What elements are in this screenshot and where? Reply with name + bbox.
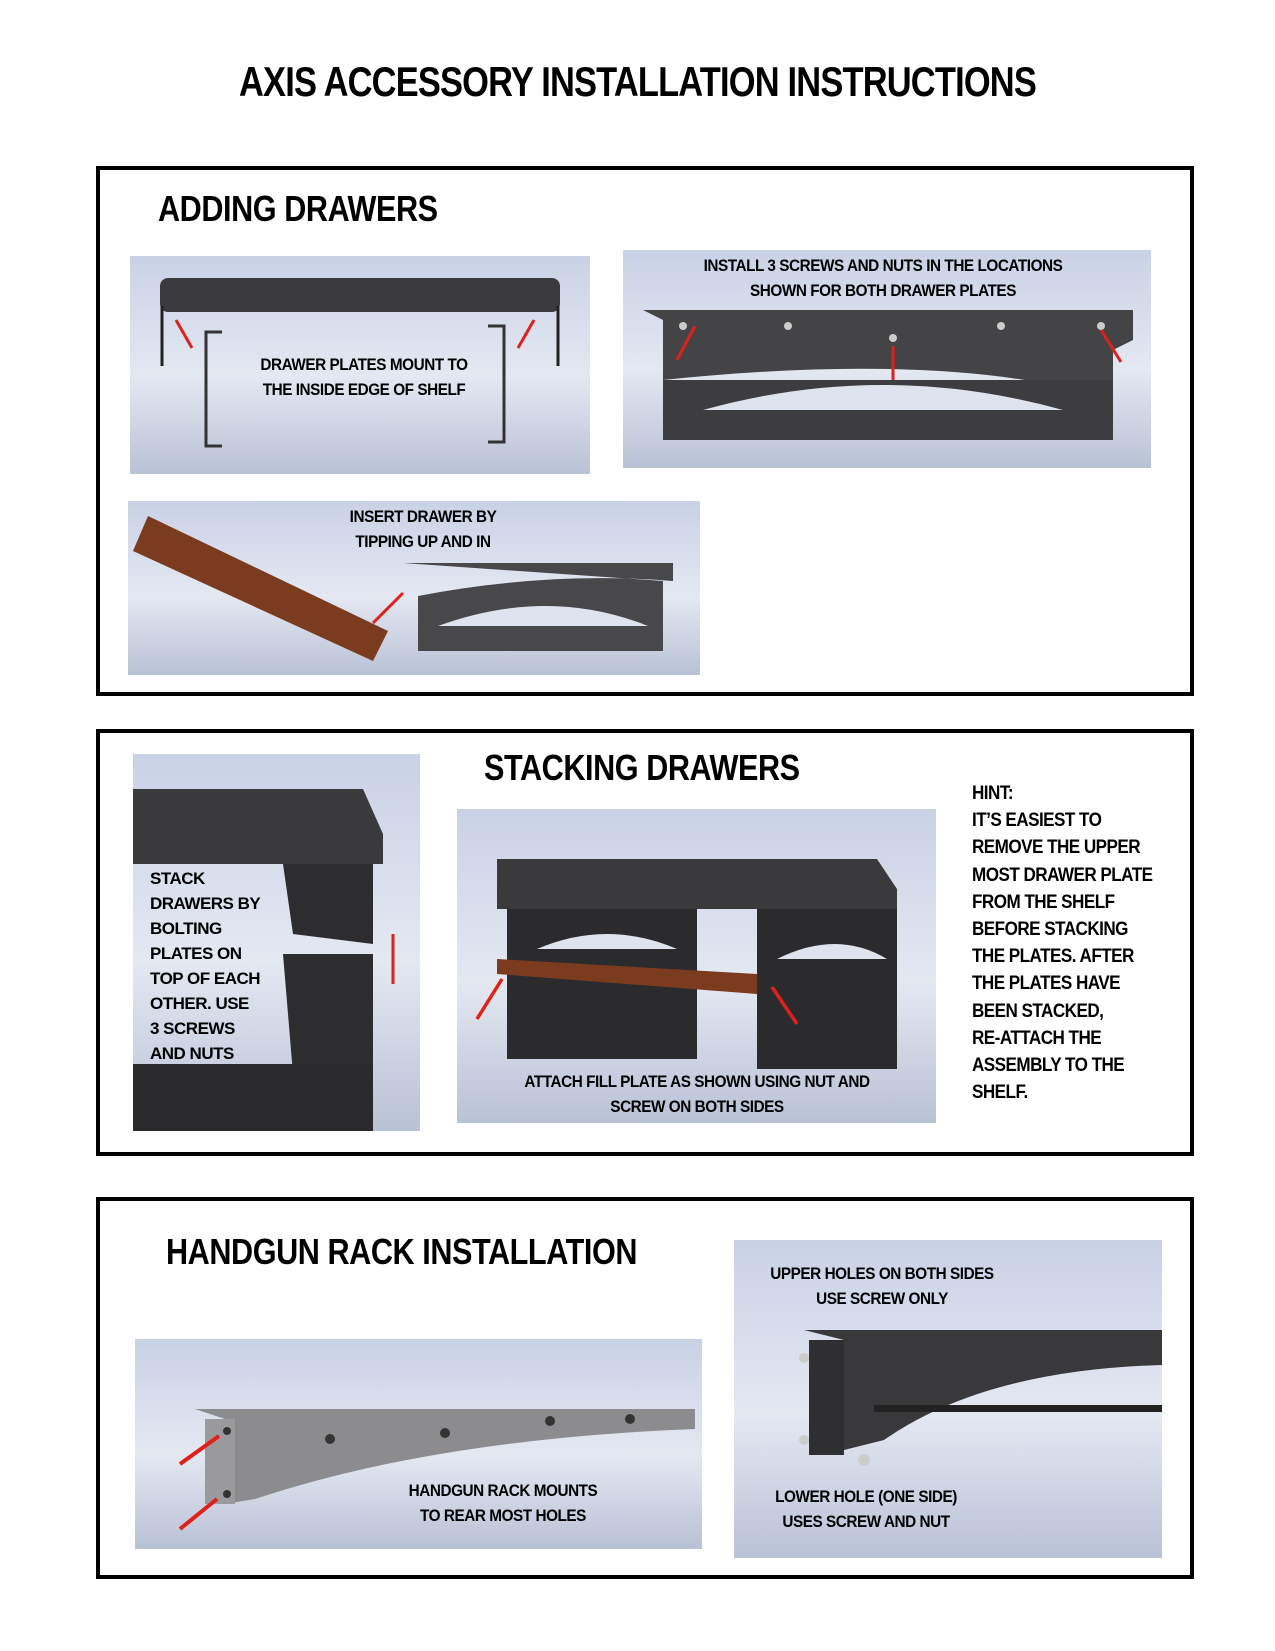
fill-plate-image [457,809,936,1123]
page-title: AXIS ACCESSORY INSTALLATION INSTRUCTIONS [239,58,1037,105]
section-heading: HANDGUN RACK INSTALLATION [166,1231,638,1272]
handgun-rack-section [96,1197,1194,1579]
caption-lower-hole: LOWER HOLE (ONE SIDE)USES SCREW AND NUT [775,1487,957,1531]
shelf-front-image [130,256,590,474]
stack-plates-image [133,754,420,1131]
adding-drawers-section [96,166,1194,696]
drawer-plate-screws-image [623,250,1151,468]
section-heading: ADDING DRAWERS [158,188,438,229]
handgun-rack-image [135,1339,702,1549]
caption-fill-plate: ATTACH FILL PLATE AS SHOWN USING NUT AND… [524,1072,870,1116]
caption-screws: INSTALL 3 SCREWS AND NUTS IN THE LOCATIO… [703,256,1063,300]
handgun-rack-detail-image [734,1240,1162,1558]
section-heading: STACKING DRAWERS [484,747,800,788]
stacking-drawers-section [96,729,1194,1156]
insert-drawer-image [128,501,700,675]
